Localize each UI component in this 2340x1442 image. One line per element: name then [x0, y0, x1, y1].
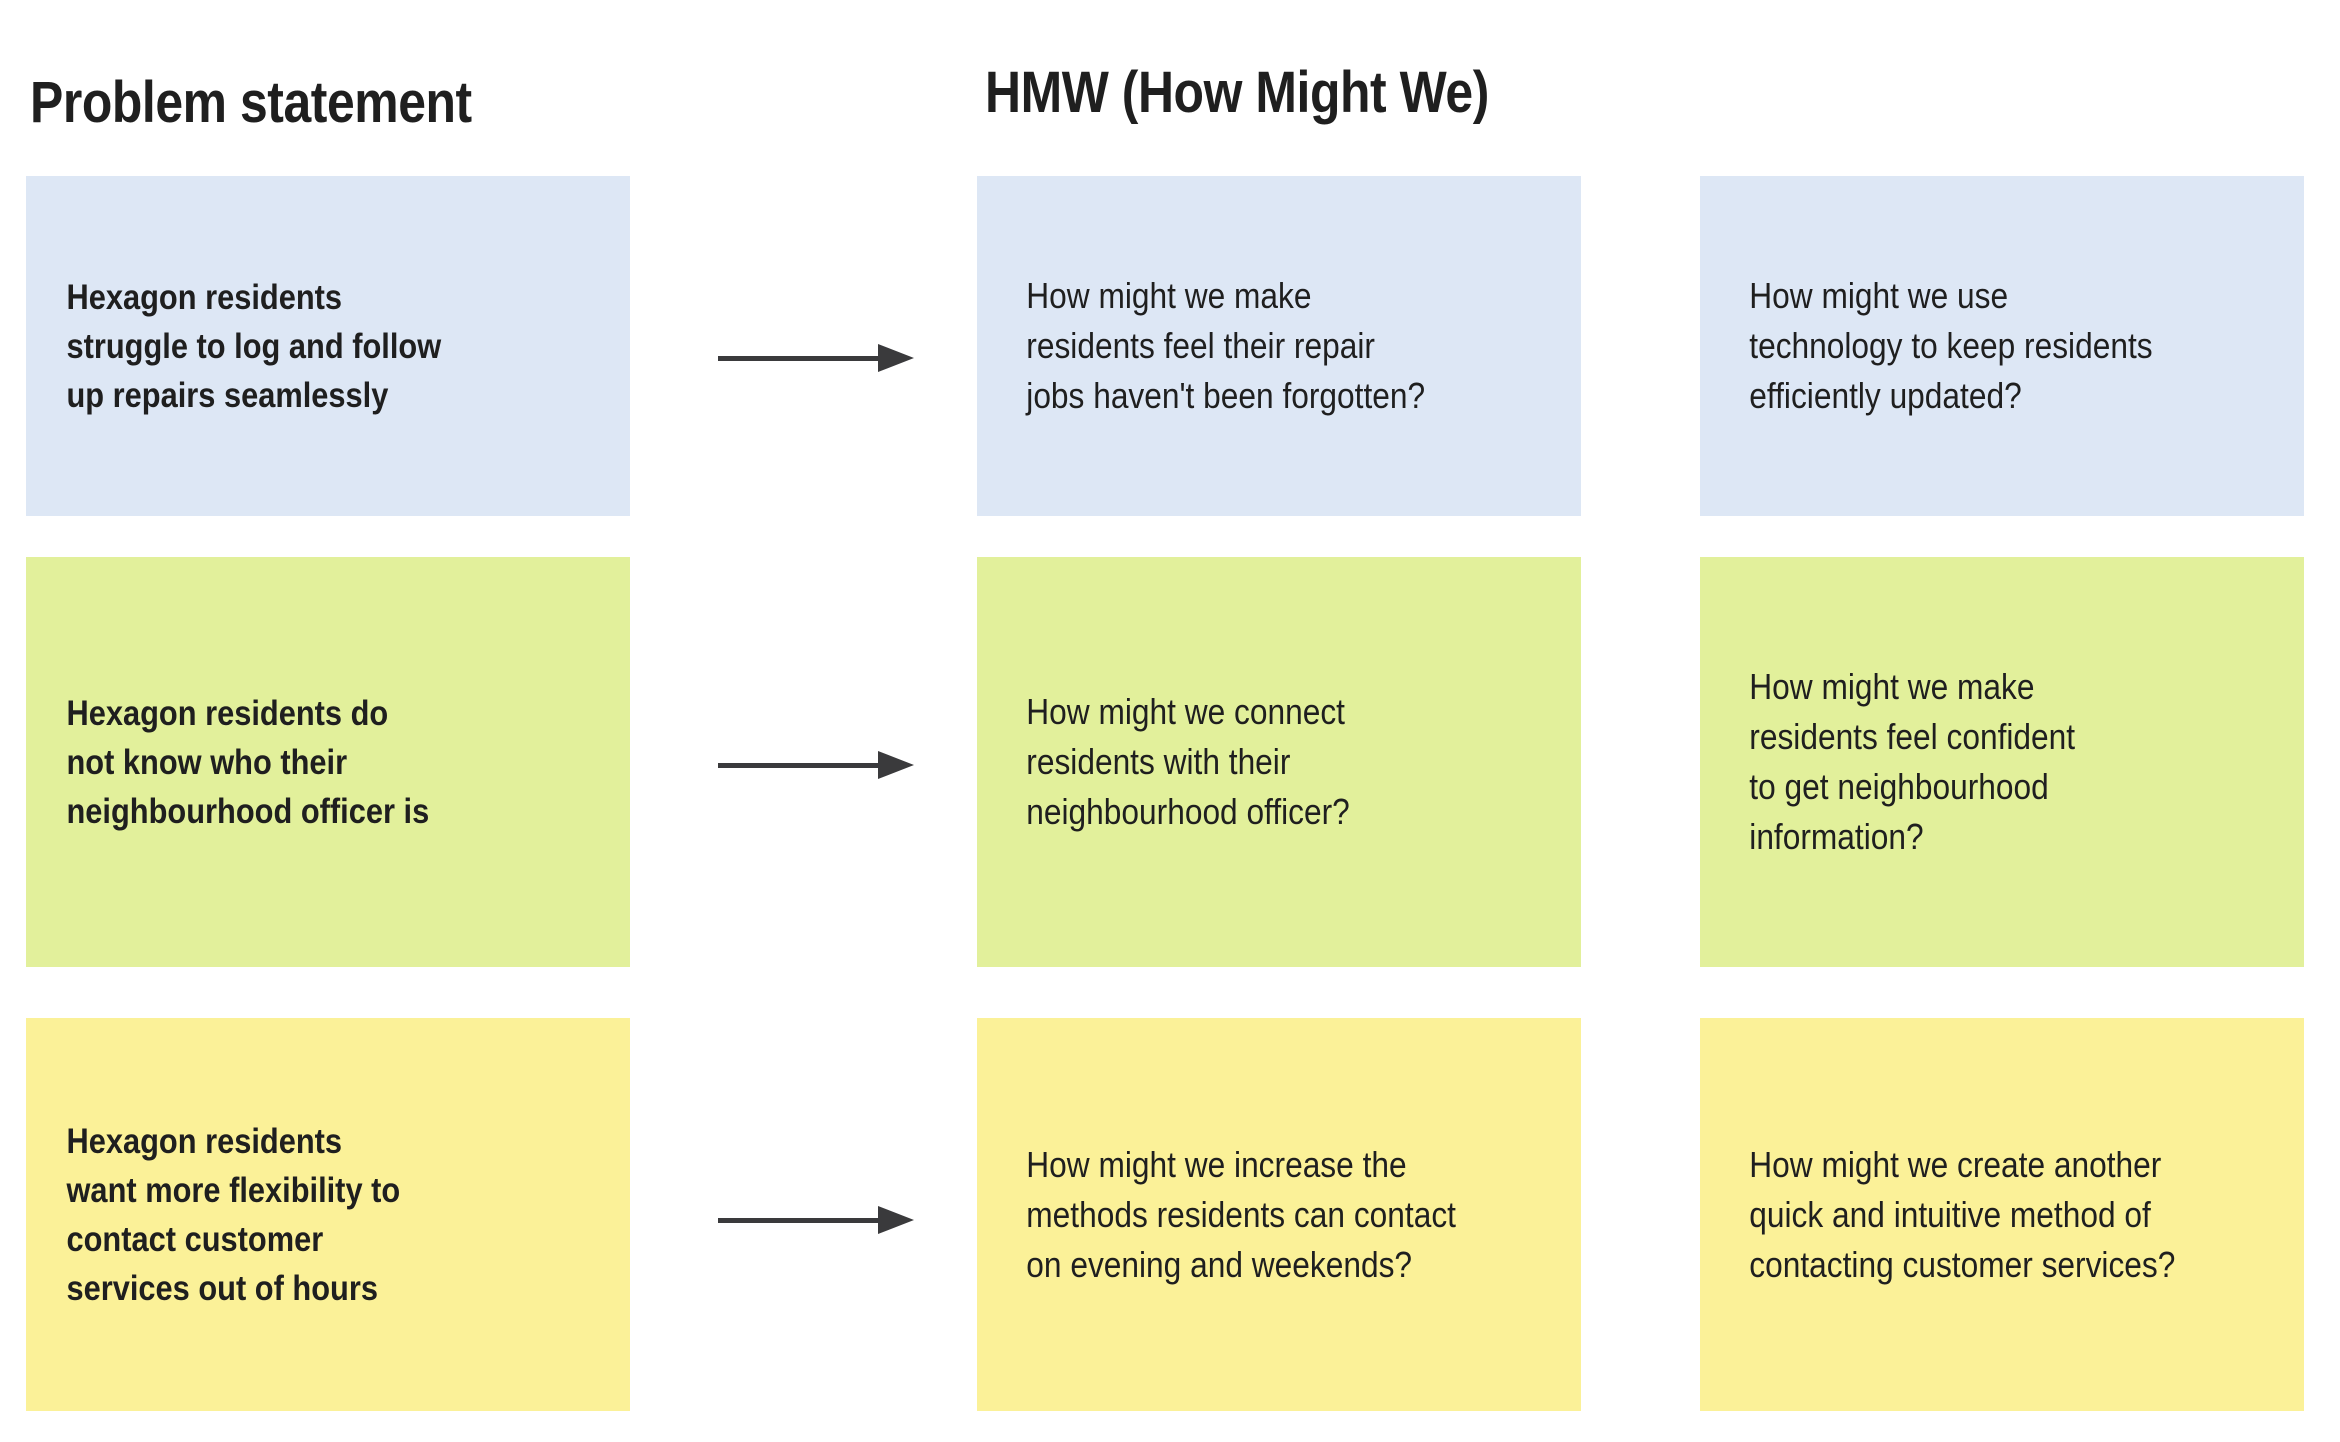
hmw-card-text: How might we increase the methods reside…: [1026, 1143, 1456, 1285]
hmw-card-text: How might we connect residents with thei…: [1026, 691, 1350, 832]
arrow-shaft: [718, 1218, 886, 1223]
hmw-card[interactable]: How might we create another quick and in…: [1700, 1018, 2304, 1411]
problem-statement-text: Hexagon residents want more flexibility …: [66, 1121, 401, 1308]
arrow-right-icon: [718, 338, 918, 378]
problem-statement-card[interactable]: Hexagon residents want more flexibility …: [26, 1018, 630, 1411]
problem-statement-card[interactable]: Hexagon residents struggle to log and fo…: [26, 176, 630, 516]
arrow-head: [878, 344, 914, 372]
page-title-hmw: HMW (How Might We): [985, 59, 1489, 125]
arrow-right-icon: [718, 745, 918, 785]
hmw-card[interactable]: How might we connect residents with thei…: [977, 557, 1581, 967]
arrow-shaft: [718, 763, 886, 768]
hmw-card-text: How might we make residents feel confide…: [1749, 666, 2076, 857]
problem-statement-text: Hexagon residents struggle to log and fo…: [66, 277, 442, 415]
arrow-right-icon: [718, 1200, 918, 1240]
hmw-card[interactable]: How might we make residents feel their r…: [977, 176, 1581, 516]
hmw-card-text: How might we create another quick and in…: [1749, 1143, 2176, 1285]
arrow-head: [878, 1206, 914, 1234]
page-title-problem-statement: Problem statement: [30, 69, 472, 135]
hmw-card-text: How might we make residents feel their r…: [1026, 275, 1426, 416]
hmw-card[interactable]: How might we use technology to keep resi…: [1700, 176, 2304, 516]
arrow-head: [878, 751, 914, 779]
hmw-card[interactable]: How might we increase the methods reside…: [977, 1018, 1581, 1411]
arrow-shaft: [718, 356, 886, 361]
problem-statement-text: Hexagon residents do not know who their …: [66, 693, 430, 831]
hmw-card[interactable]: How might we make residents feel confide…: [1700, 557, 2304, 967]
problem-statement-card[interactable]: Hexagon residents do not know who their …: [26, 557, 630, 967]
hmw-card-text: How might we use technology to keep resi…: [1749, 275, 2153, 416]
